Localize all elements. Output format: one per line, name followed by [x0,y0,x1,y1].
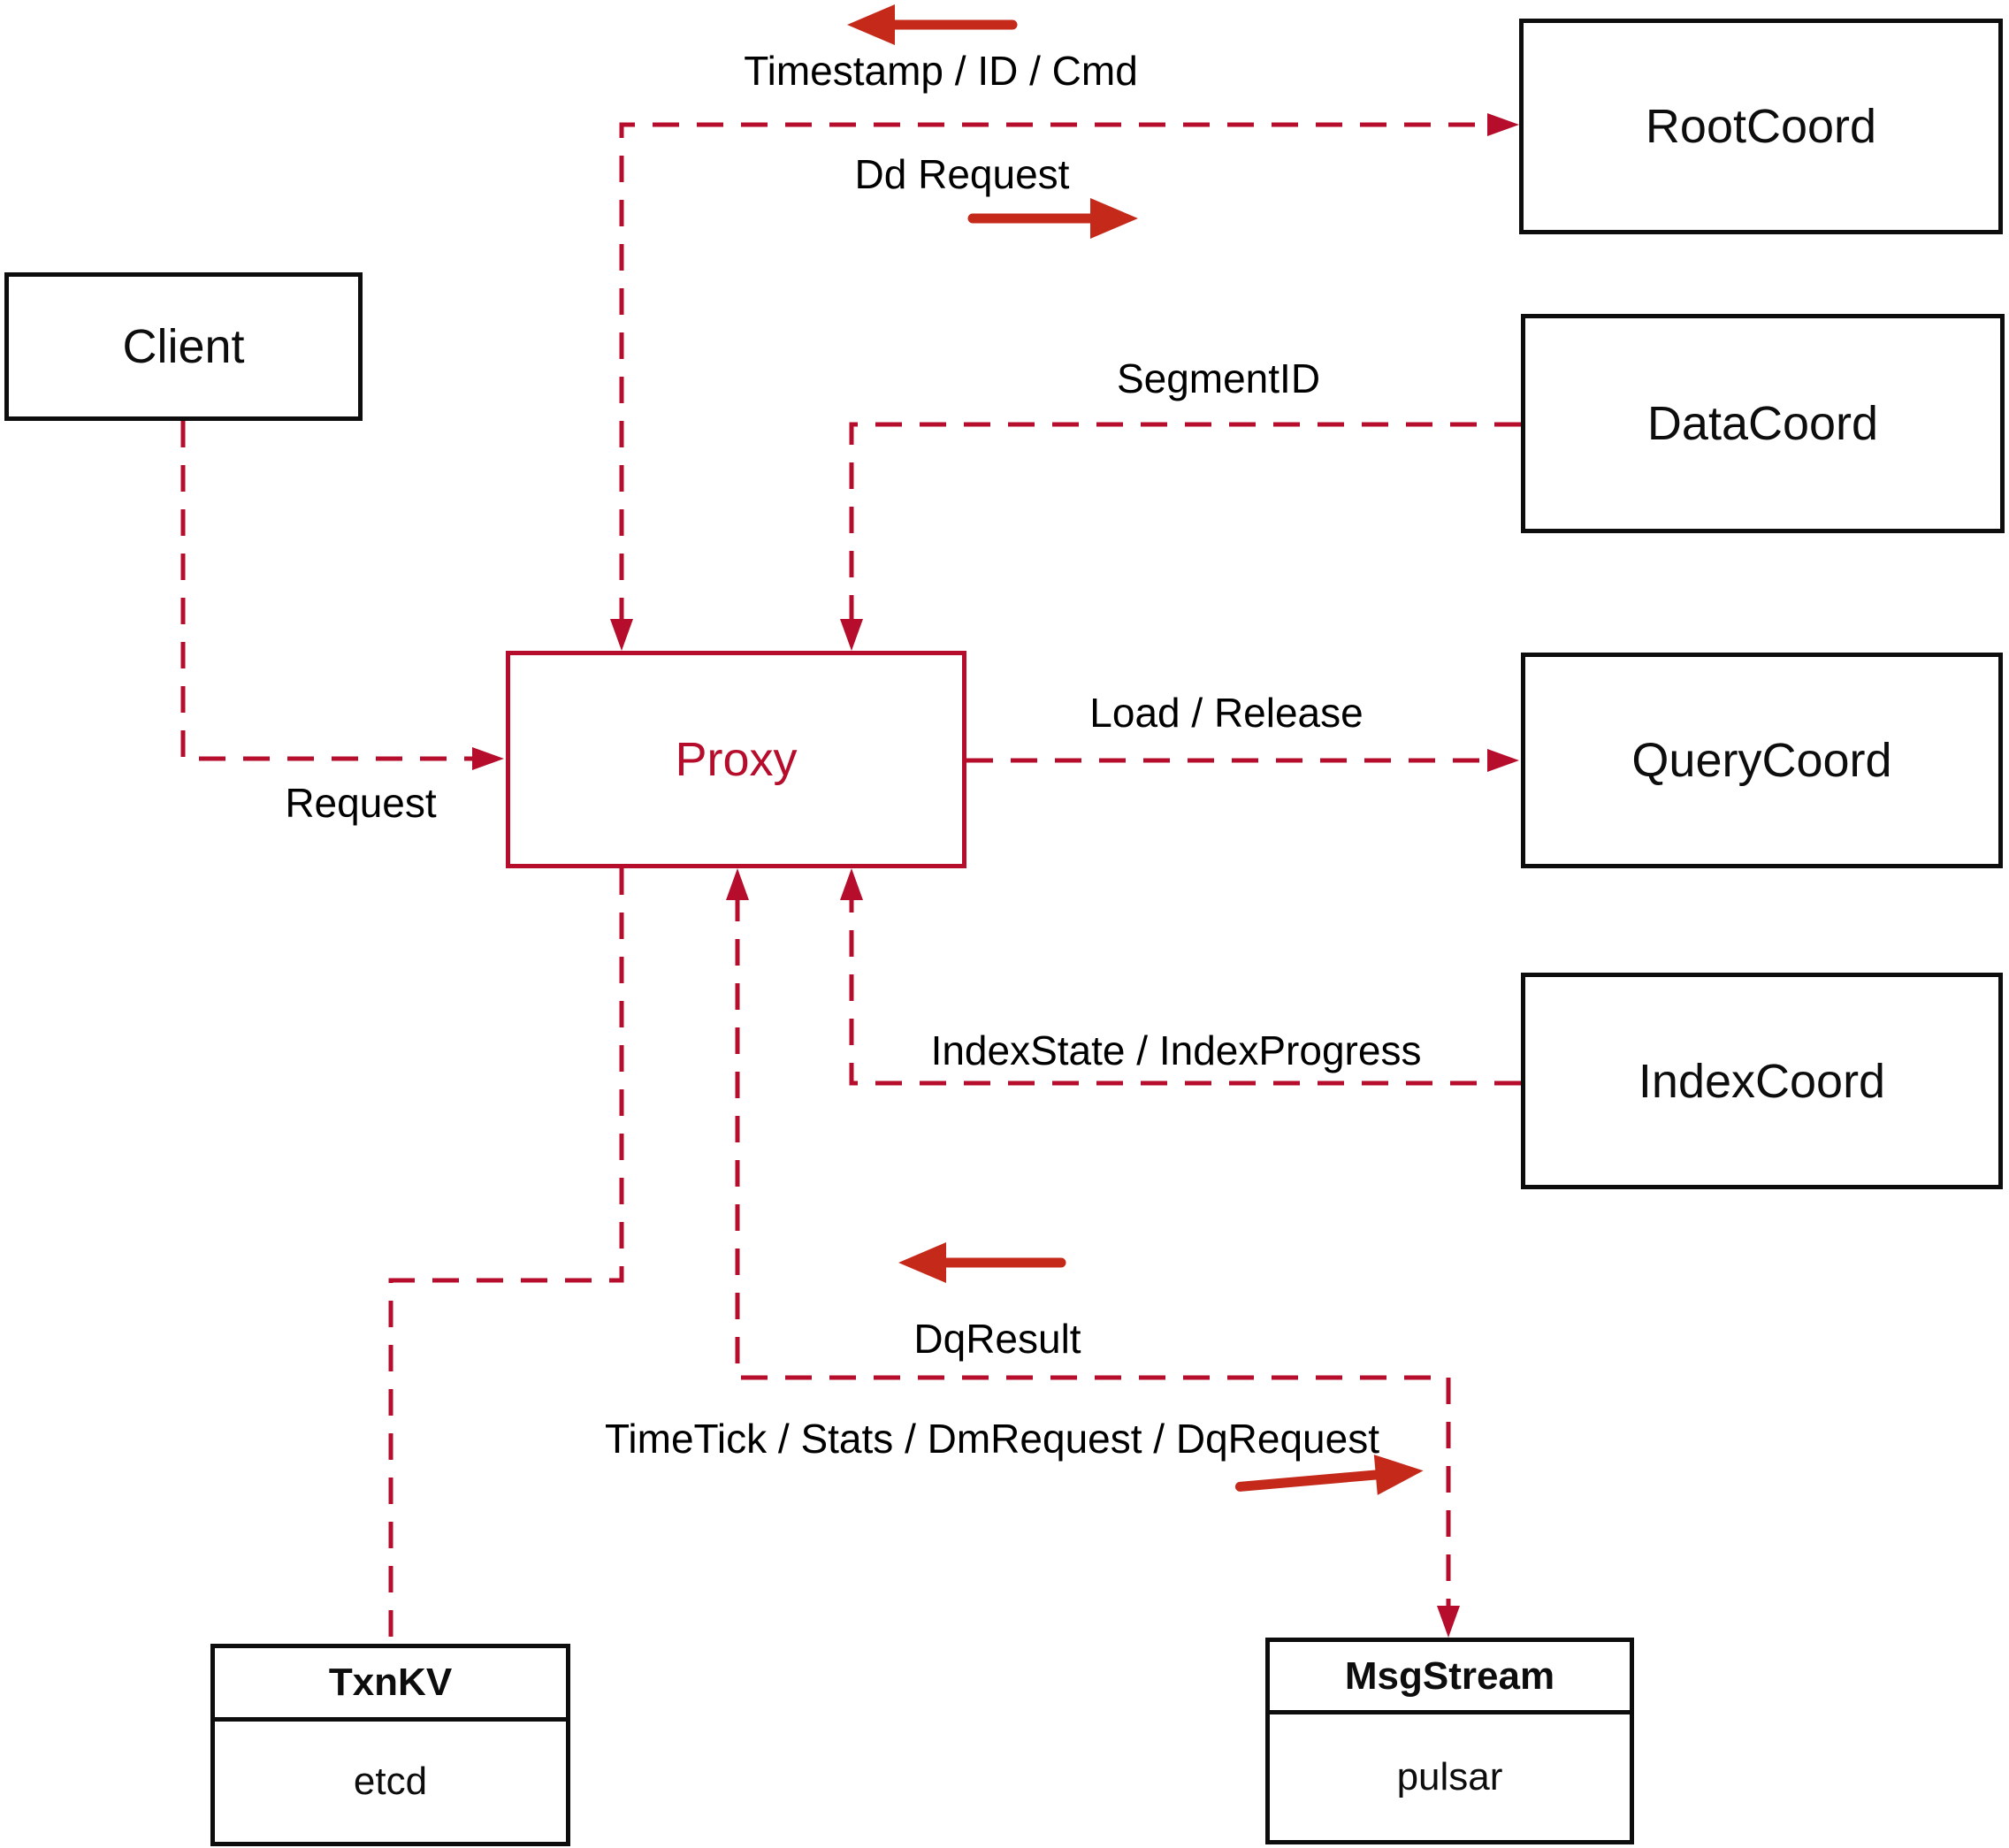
node-proxy-label: Proxy [675,733,798,786]
node-querycoord-label: QueryCoord [1631,734,1892,787]
node-txnkv-title: TxnKV [328,1661,453,1704]
node-rootcoord: RootCoord [1519,19,2003,234]
edge-proxy-msgstream [735,895,1451,1611]
node-txnkv-header: TxnKV [215,1648,566,1722]
direction-arrow-left-dqresult-icon [898,1242,1066,1283]
edge-label-timestamp-id-cmd: Timestamp / ID / Cmd [744,48,1138,94]
node-querycoord: QueryCoord [1521,653,2003,868]
edge-label-segment-id: SegmentID [1116,355,1321,401]
node-txnkv: TxnKV etcd [210,1644,570,1846]
node-rootcoord-label: RootCoord [1645,100,1877,153]
arrowhead-into-proxy-bottom-right-icon [840,868,863,900]
node-msgstream-title: MsgStream [1344,1653,1555,1698]
direction-arrow-left-timestamp-icon [847,4,1018,45]
edge-label-request: Request [285,780,437,826]
node-indexcoord: IndexCoord [1521,973,2003,1189]
node-proxy: Proxy [506,651,966,868]
edge-label-dd-request: Dd Request [854,151,1070,197]
arrowhead-into-rootcoord-icon [1487,113,1519,136]
node-msgstream-body: pulsar [1270,1714,1630,1840]
arrowhead-into-querycoord-icon [1487,749,1519,772]
arrowhead-into-proxy-top-right-icon [840,619,863,651]
node-msgstream-subtitle: pulsar [1396,1755,1503,1798]
node-datacoord: DataCoord [1521,314,2005,533]
edge-proxy-rootcoord [619,122,1487,624]
arrowhead-into-proxy-bottom-left-icon [726,868,749,900]
edge-proxy-txnkv [388,868,624,1644]
edge-indexcoord-proxy [849,895,1521,1086]
edge-client-proxy [180,421,472,761]
direction-arrow-right-timetick-icon [1234,1455,1424,1495]
node-client: Client [4,272,363,421]
node-datacoord-label: DataCoord [1646,397,1879,450]
node-msgstream-header: MsgStream [1270,1642,1630,1714]
node-indexcoord-label: IndexCoord [1638,1054,1886,1108]
edge-label-time-tick: TimeTick / Stats / DmRequest / DqRequest [605,1416,1379,1462]
edge-label-load-release: Load / Release [1089,690,1364,736]
direction-arrow-right-dd-request-icon [967,198,1138,239]
node-client-label: Client [122,320,245,373]
node-msgstream: MsgStream pulsar [1265,1638,1634,1844]
edge-label-dq-result: DqResult [913,1316,1081,1362]
arrowhead-into-msgstream-icon [1437,1606,1460,1638]
edge-label-index-state: IndexState / IndexProgress [930,1027,1422,1073]
edge-datacoord-proxy [849,422,1521,624]
node-txnkv-subtitle: etcd [353,1760,428,1803]
node-txnkv-body: etcd [215,1722,566,1842]
arrowhead-into-proxy-left-icon [472,747,504,770]
arrowhead-into-proxy-top-left-icon [610,619,633,651]
